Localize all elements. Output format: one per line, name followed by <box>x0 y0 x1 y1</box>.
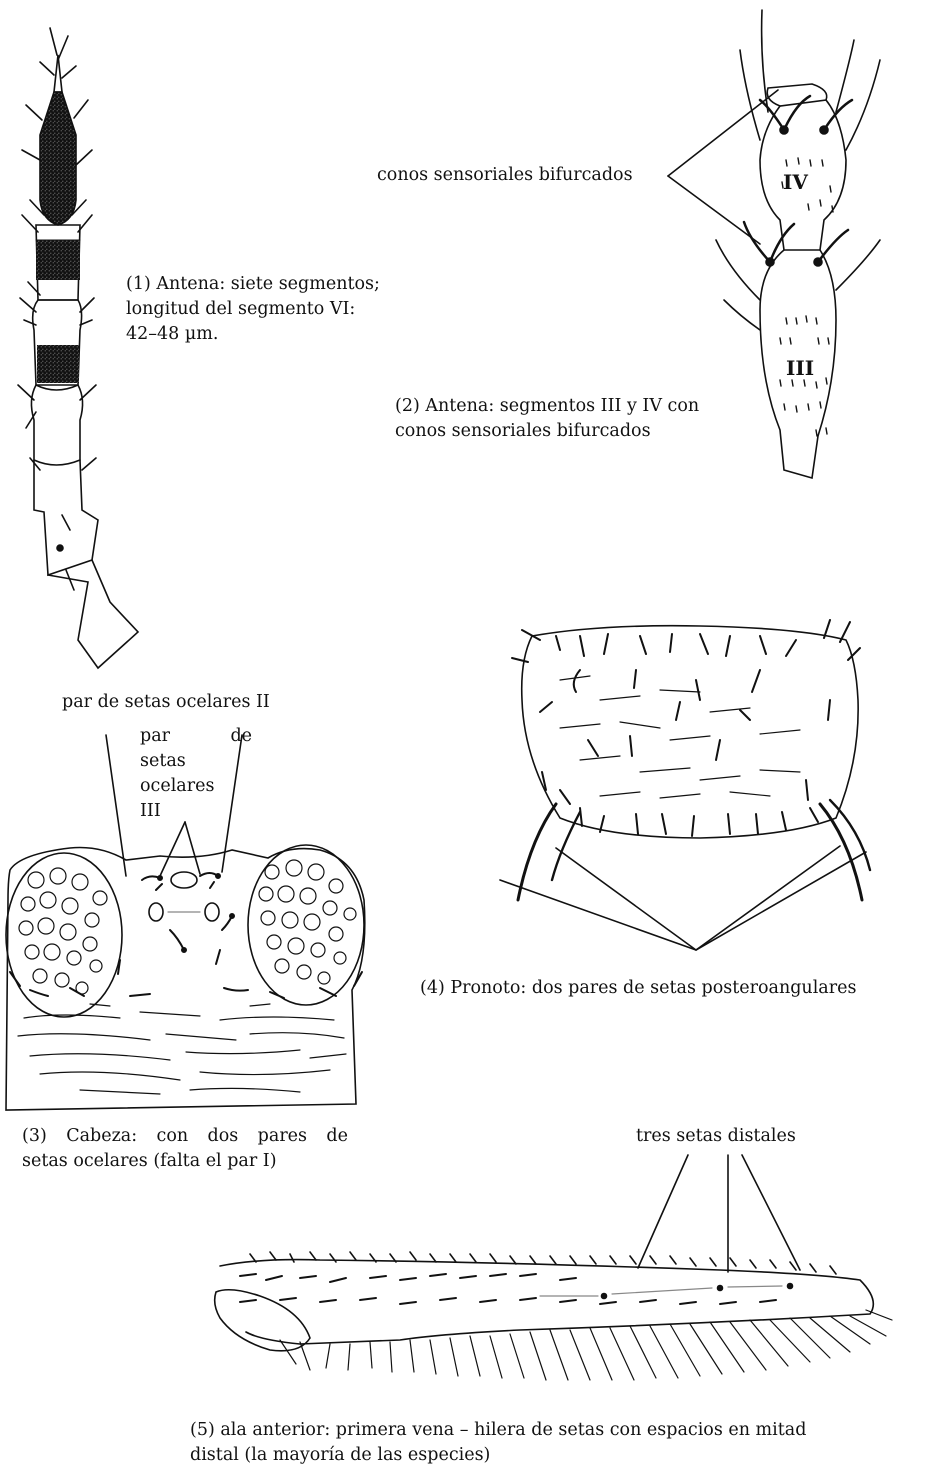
label-tres-setas: tres setas distales <box>636 1124 796 1149</box>
caption-3-line-1: (3) Cabeza: con dos pares de <box>22 1124 348 1149</box>
label-ocelares-III: par de setas ocelares III <box>140 724 252 824</box>
ocelar-III-word-2: de <box>230 724 252 749</box>
label-segment-IV: IV <box>783 170 808 195</box>
caption-2-line-1: (2) Antena: segmentos III y IV con <box>395 394 699 419</box>
caption-antena-segmentos: (2) Antena: segmentos III y IV con conos… <box>395 394 699 444</box>
ocelar-III-word-4: ocelares <box>140 774 252 799</box>
caption-pronoto: (4) Pronoto: dos pares de setas posteroa… <box>420 976 856 1001</box>
label-segment-III: III <box>786 356 814 381</box>
ocelar-III-word-5: III <box>140 799 252 824</box>
pronotum-drawing <box>500 620 870 950</box>
caption-ala: (5) ala anterior: primera vena – hilera … <box>190 1418 806 1468</box>
forewing-drawing <box>215 1155 892 1380</box>
antenna-drawing <box>18 28 138 668</box>
caption-5-line-1: (5) ala anterior: primera vena – hilera … <box>190 1418 806 1443</box>
caption-cabeza: (3) Cabeza: con dos pares de setas ocela… <box>22 1124 348 1174</box>
caption-1-line-2: longitud del segmento VI: <box>126 297 380 322</box>
ocelar-III-word-3: setas <box>140 749 252 774</box>
ocelar-III-word-1: par <box>140 724 170 749</box>
caption-2-line-2: conos sensoriales bifurcados <box>395 419 699 444</box>
caption-5-line-2: distal (la mayoría de las especies) <box>190 1443 806 1468</box>
caption-1-line-1: (1) Antena: siete segmentos; <box>126 272 380 297</box>
caption-1-line-3: 42–48 µm. <box>126 322 380 347</box>
antenna-segments-drawing <box>668 10 880 478</box>
label-ocelares-II: par de setas ocelares II <box>62 690 270 715</box>
caption-4-line-1: (4) Pronoto: dos pares de setas posteroa… <box>420 976 856 1001</box>
label-conos-sensoriales: conos sensoriales bifurcados <box>377 163 633 188</box>
caption-antena: (1) Antena: siete segmentos; longitud de… <box>126 272 380 347</box>
caption-3-line-2: setas ocelares (falta el par I) <box>22 1149 348 1174</box>
